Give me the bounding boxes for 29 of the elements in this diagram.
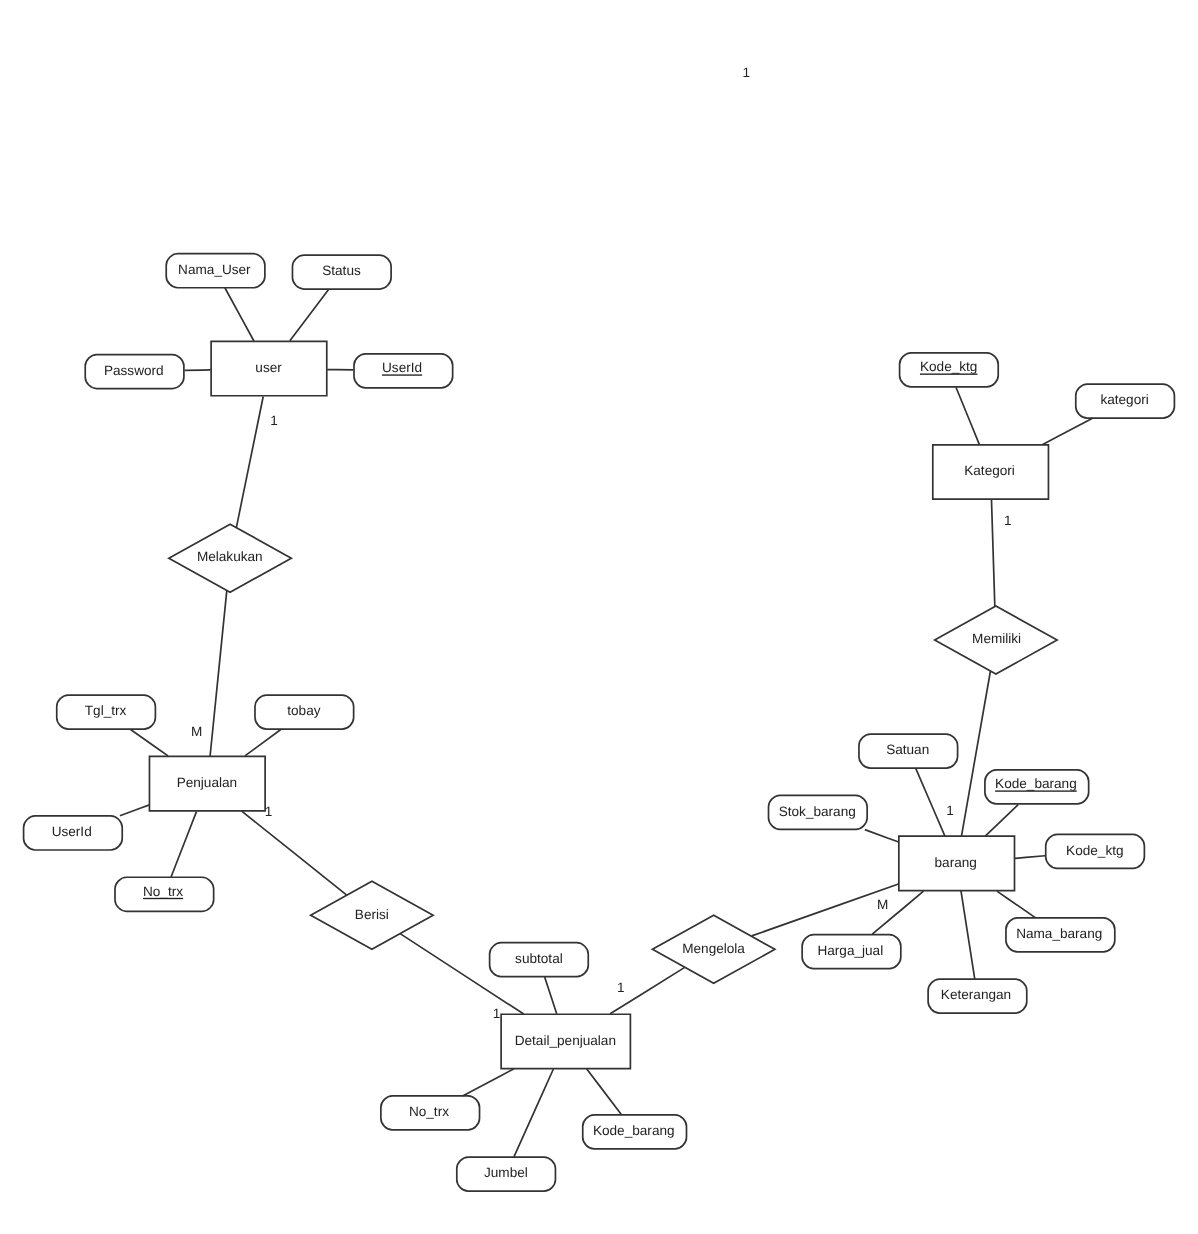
connector [289,288,330,342]
connector [209,589,228,757]
connector [399,932,525,1015]
connector [955,386,981,446]
connector [462,1068,515,1097]
connector [1013,854,1046,860]
connector [984,803,1020,837]
connector [326,368,355,371]
connector [240,810,348,896]
connector [129,728,169,757]
connector [990,498,996,608]
connector [585,1067,623,1116]
connector [224,286,255,342]
connector [513,1068,555,1158]
connector [609,966,686,1015]
connector [871,890,925,936]
connector [750,883,900,937]
connector [244,728,282,757]
connector [543,976,558,1015]
connector [1041,417,1094,446]
connector [119,804,151,817]
connector [235,395,265,529]
connector [914,767,946,837]
connector [183,369,212,372]
connector [960,890,976,980]
connector [864,828,900,843]
connector [170,810,198,878]
connector [996,890,1037,919]
connector [960,670,992,837]
